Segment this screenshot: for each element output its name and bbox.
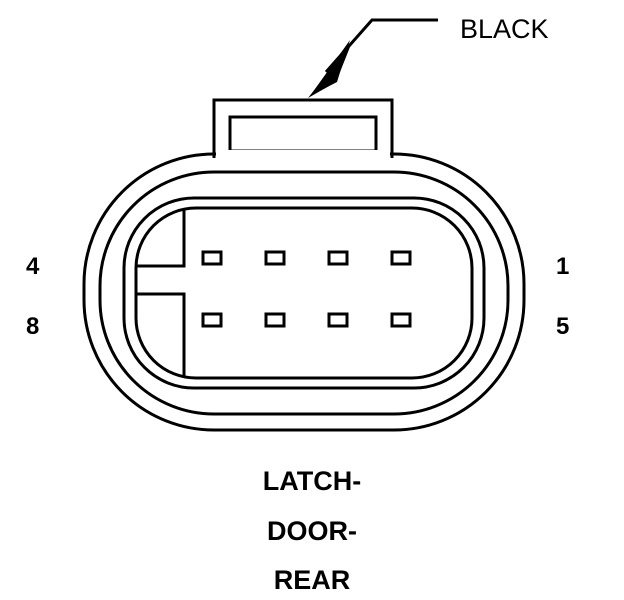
pin-label-bottom-right: 5 [556,313,570,340]
pin-terminal [201,312,223,328]
connector-caption-line-1: LATCH- [262,466,362,496]
connector-caption-line-3: REAR [273,565,351,595]
connector-cavity-outer [122,196,486,390]
connector-caption-line-2: DOOR- [267,516,357,546]
pin-terminal [390,250,412,266]
latch-tab-window [228,115,378,153]
pin-terminal [327,250,349,266]
pin-terminal [201,250,223,266]
pin-terminal [264,312,286,328]
polarization-key-bottom [136,292,186,378]
pin-label-top-left: 4 [26,253,40,280]
pin-terminal [264,250,286,266]
color-callout-label: BLACK [460,14,549,44]
pin-terminals [201,250,412,328]
pin-terminal [390,312,412,328]
pin-label-bottom-left: 8 [26,313,40,340]
polarization-key-top [136,210,186,268]
pin-label-top-right: 1 [556,253,570,280]
connector-housing-rim [98,170,510,416]
pin-terminal [327,312,349,328]
